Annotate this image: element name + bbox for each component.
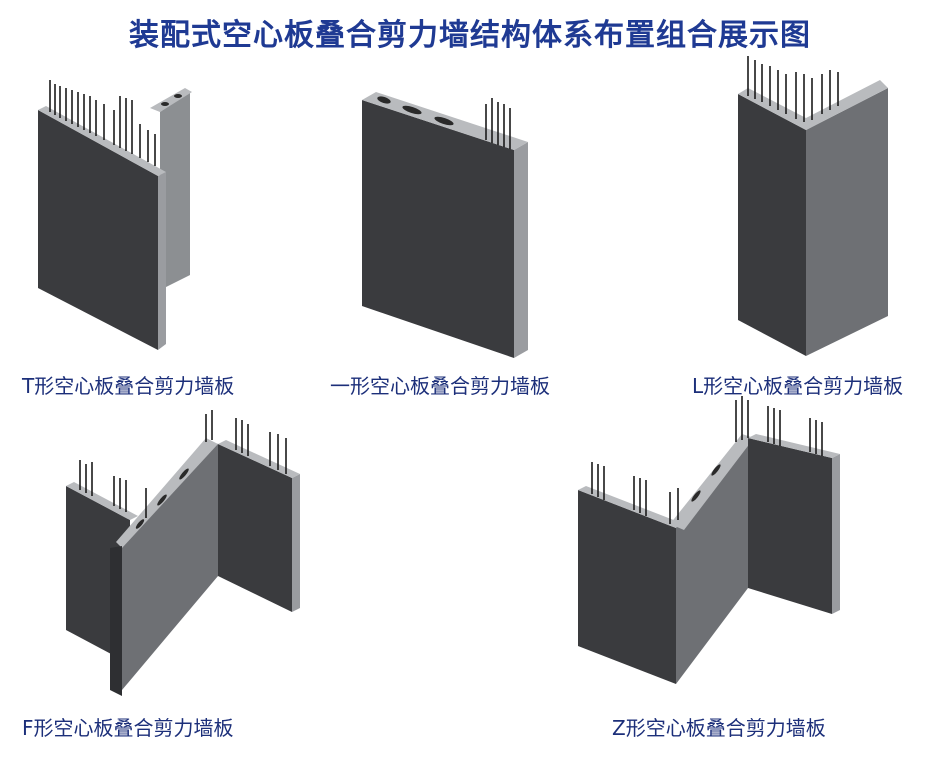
t-shape-panel [38, 80, 192, 350]
t-shape-caption: T形空心板叠合剪力墙板 [22, 374, 235, 398]
l-shape-caption: L形空心板叠合剪力墙板 [692, 374, 904, 398]
f-shape-panel [66, 410, 300, 696]
f-shape-caption: F形空心板叠合剪力墙板 [22, 716, 234, 740]
z-shape-caption: Z形空心板叠合剪力墙板 [612, 716, 826, 740]
diagram-title: 装配式空心板叠合剪力墙结构体系布置组合展示图 [129, 18, 811, 53]
z-shape-panel [578, 396, 840, 684]
l-shape-panel [738, 56, 888, 356]
i-shape-panel [362, 92, 528, 358]
i-shape-caption: 一形空心板叠合剪力墙板 [330, 374, 550, 398]
